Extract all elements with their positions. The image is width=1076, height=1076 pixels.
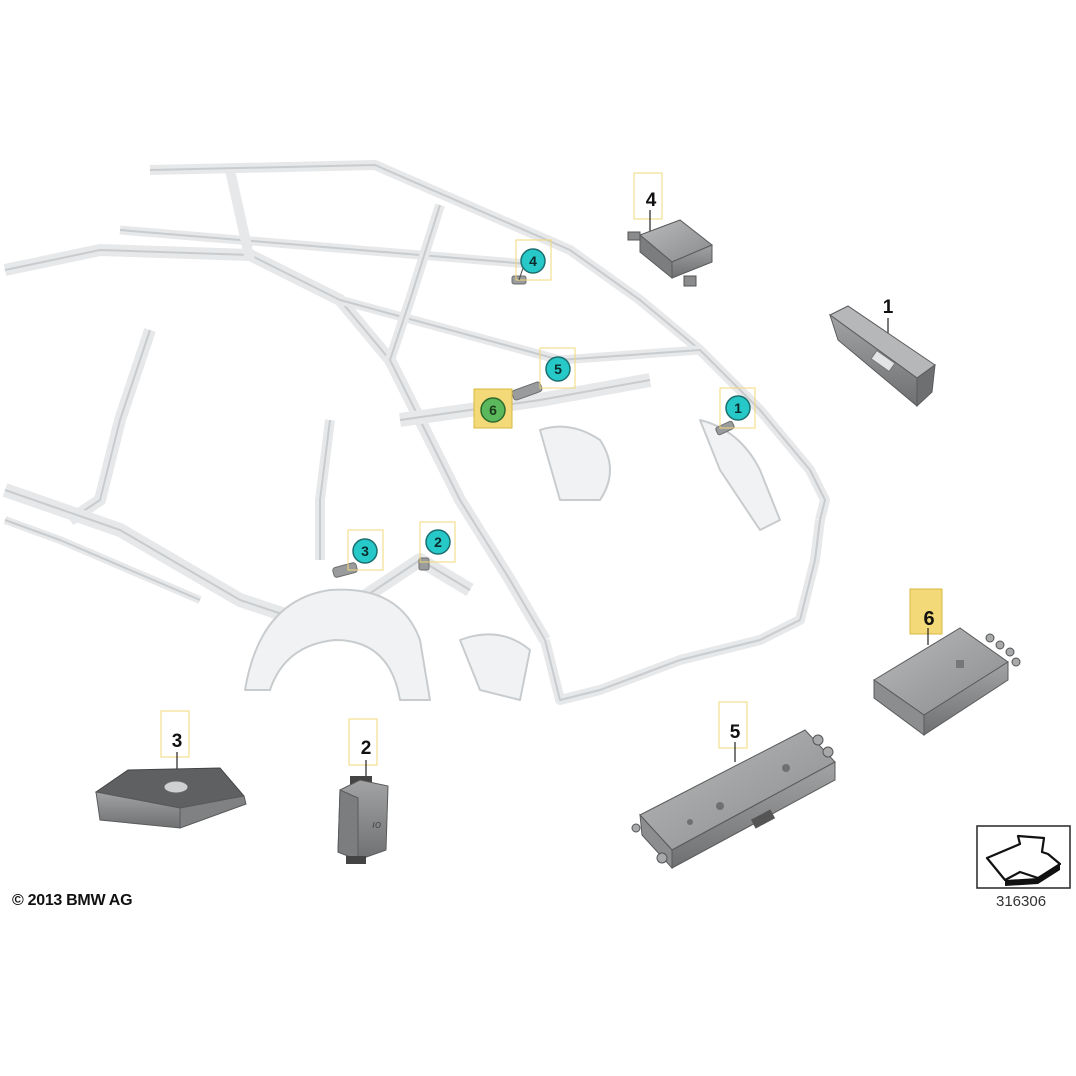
part-2-callout: 2 xyxy=(361,738,372,759)
car-body-frame xyxy=(2,160,830,705)
body-marker-5-label: 5 xyxy=(554,361,562,377)
part-5[interactable]: 5 xyxy=(631,701,836,870)
part-4[interactable]: 4 xyxy=(627,172,713,287)
diagram-number: 316306 xyxy=(996,893,1047,910)
part-6-callout: 6 xyxy=(923,608,934,630)
body-marker-1[interactable]: 1 xyxy=(719,387,756,429)
body-marker-3[interactable]: 3 xyxy=(347,529,384,571)
part-1-callout: 1 xyxy=(883,297,894,318)
body-marker-2-label: 2 xyxy=(434,534,442,550)
body-marker-3-label: 3 xyxy=(361,543,369,559)
orientation-arrow-icon xyxy=(976,825,1071,889)
body-mount-parts xyxy=(332,275,735,578)
part-3-callout: 3 xyxy=(172,731,183,752)
body-marker-4-label: 4 xyxy=(529,253,537,269)
part-2[interactable]: 2 ıo xyxy=(337,718,389,864)
part-3[interactable]: 3 xyxy=(94,710,247,829)
body-marker-2[interactable]: 2 xyxy=(419,521,456,563)
body-marker-4[interactable]: 4 xyxy=(515,239,552,281)
body-marker-6-highlighted[interactable]: 6 xyxy=(473,388,513,429)
part-4-callout: 4 xyxy=(646,190,657,211)
body-marker-5[interactable]: 5 xyxy=(539,347,576,389)
copyright-notice: © 2013 BMW AG xyxy=(12,892,133,909)
part-5-callout: 5 xyxy=(730,722,741,743)
part-6-highlighted[interactable]: 6 xyxy=(873,588,1021,736)
part-2-marking: ıo xyxy=(372,819,381,831)
part-1[interactable]: 1 xyxy=(829,297,936,408)
body-marker-6-label: 6 xyxy=(489,402,497,418)
body-marker-1-label: 1 xyxy=(734,400,742,416)
